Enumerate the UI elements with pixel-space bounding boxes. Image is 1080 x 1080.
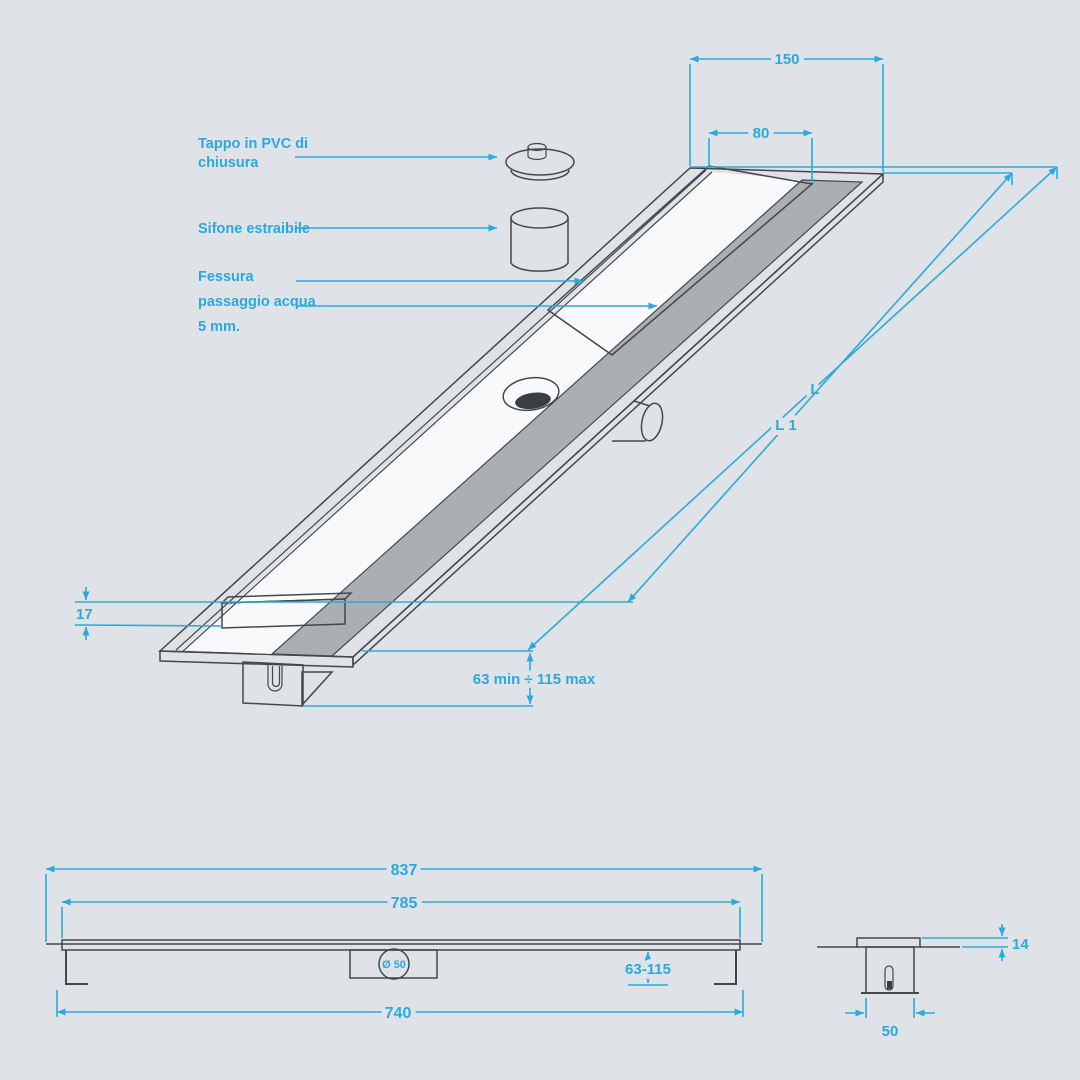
front-view-dimensions: 837 785 740 63-115 [45, 857, 763, 1027]
left-leg [65, 950, 88, 985]
dim-740-value: 740 [385, 1005, 412, 1022]
front-view: Ø 50 [46, 939, 762, 985]
side-slot-pin [887, 981, 892, 989]
dim-L1-line [627, 172, 1013, 603]
fessura-label-line2: passaggio acqua [198, 294, 317, 310]
dim-837-value: 837 [391, 862, 418, 879]
dim-17-line-bottom [74, 624, 223, 627]
dim-50-value: 50 [882, 1023, 899, 1040]
drain-diameter-value: Ø 50 [382, 959, 406, 971]
dim-17-value: 17 [76, 606, 93, 623]
fessura-label-line1: Fessura [198, 269, 255, 285]
drain-outlet-circle [378, 948, 410, 980]
drain-box [349, 949, 438, 979]
right-leg [714, 950, 737, 985]
side-view [817, 937, 960, 994]
tappo-label-line2: chiusura [198, 155, 259, 171]
sifone-label: Sifone estraibile [198, 221, 310, 237]
dim-14-value: 14 [1012, 936, 1029, 953]
dim-63115-value: 63-115 [625, 961, 671, 978]
dim-L1-value: L 1 [775, 417, 796, 434]
adjustment-slot-outer [267, 663, 283, 692]
dim-80-value: 80 [753, 125, 770, 142]
support-gusset [301, 671, 334, 707]
dim-785-value: 785 [391, 895, 418, 912]
end-block-front [221, 598, 346, 629]
dim-depth-value: 63 min ÷ 115 max [473, 671, 596, 688]
fessura-label-line3: 5 mm. [198, 319, 240, 335]
adjustment-slot-inner [271, 666, 281, 688]
tappo-label-line1: Tappo in PVC di [198, 136, 308, 152]
side-view-dimensions: 14 50 [845, 924, 1029, 1040]
side-slot [884, 965, 894, 991]
dim-150-value: 150 [774, 51, 799, 68]
